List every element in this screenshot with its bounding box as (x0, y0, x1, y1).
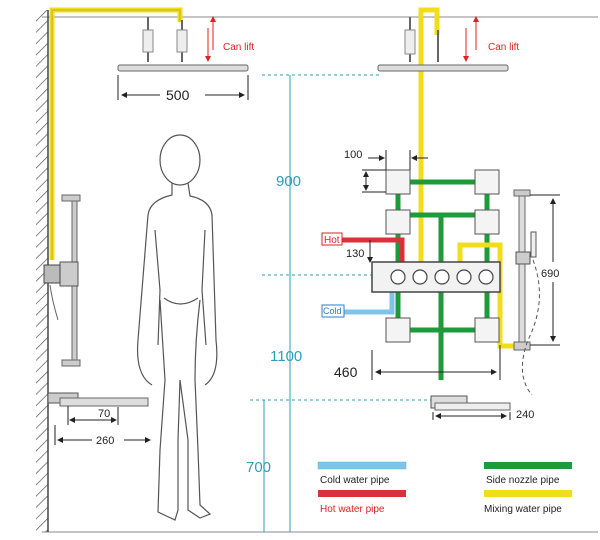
valve-knob-2 (412, 269, 428, 285)
hot-label: Hot (324, 235, 340, 246)
cold-water-pipe (340, 290, 395, 315)
right-can-lift-label: Can lift (488, 42, 519, 53)
right-can-lift-indicator: Can lift (463, 16, 519, 62)
nozzle-top-left (385, 169, 411, 195)
legend-cold: Cold water pipe (317, 461, 407, 486)
valve-knob-5 (478, 269, 494, 285)
dim-690-label: 690 (541, 268, 559, 280)
valve-knob-1 (390, 269, 406, 285)
right-slide-rail: 690 (513, 189, 560, 396)
height-dimension-line (250, 74, 440, 532)
hand-shower (530, 231, 537, 258)
nozzle-mid-right (474, 209, 500, 235)
hot-inlet: Hot (321, 232, 343, 246)
dim-500-label: 500 (166, 87, 190, 103)
left-shower-head (117, 17, 249, 72)
legend-hot: Hot water pipe (318, 490, 406, 515)
right-mixing-pipe-top (418, 7, 440, 262)
left-spout: 70 260 (47, 392, 151, 447)
left-can-lift-indicator: Can lift (205, 16, 254, 62)
dim-100-label: 100 (344, 149, 362, 161)
human-figure (136, 134, 218, 521)
left-slide-bar (43, 194, 81, 367)
legend-side: Side nozzle pipe (484, 462, 572, 486)
dim-130: 130 (346, 240, 373, 263)
bottom-spout: 240 (430, 395, 534, 421)
nozzle-top-right (474, 169, 500, 195)
dim-1100-label: 1100 (270, 348, 302, 365)
legend-mixing: Mixing water pipe (484, 490, 572, 515)
dim-460: 460 (334, 345, 501, 380)
left-can-lift-label: Can lift (223, 42, 254, 53)
nozzle-bottom-left (385, 317, 411, 343)
nozzle-mid-left (385, 209, 411, 235)
legend-hot-label: Hot water pipe (320, 504, 385, 515)
legend-mixing-label: Mixing water pipe (484, 504, 562, 515)
nozzle-bottom-right (474, 317, 500, 343)
mixing-pipe-hand-shower (457, 242, 520, 349)
legend-cold-label: Cold water pipe (320, 475, 390, 486)
dim-900-label: 900 (276, 173, 301, 190)
cold-inlet: Cold (321, 304, 345, 318)
legend-side-label: Side nozzle pipe (486, 475, 560, 486)
dim-130-label: 130 (346, 248, 364, 260)
hot-water-pipe (340, 237, 405, 262)
dim-700-label: 700 (246, 459, 271, 476)
valve-knob-4 (456, 269, 472, 285)
side-nozzles (385, 169, 500, 343)
dim-500: 500 (117, 75, 249, 103)
valve-knob-3 (434, 269, 450, 285)
dim-240-label: 240 (516, 409, 534, 421)
thermostatic-valve (371, 261, 501, 293)
cold-label: Cold (323, 306, 342, 316)
dim-70-label: 70 (98, 408, 110, 420)
legend: Cold water pipe Hot water pipe Side nozz… (317, 461, 572, 515)
dim-100: 100 (344, 149, 428, 193)
dim-260-label: 260 (96, 435, 114, 447)
dim-460-label: 460 (334, 364, 358, 380)
right-shower-head (377, 17, 509, 72)
left-mixing-pipe (49, 7, 183, 260)
